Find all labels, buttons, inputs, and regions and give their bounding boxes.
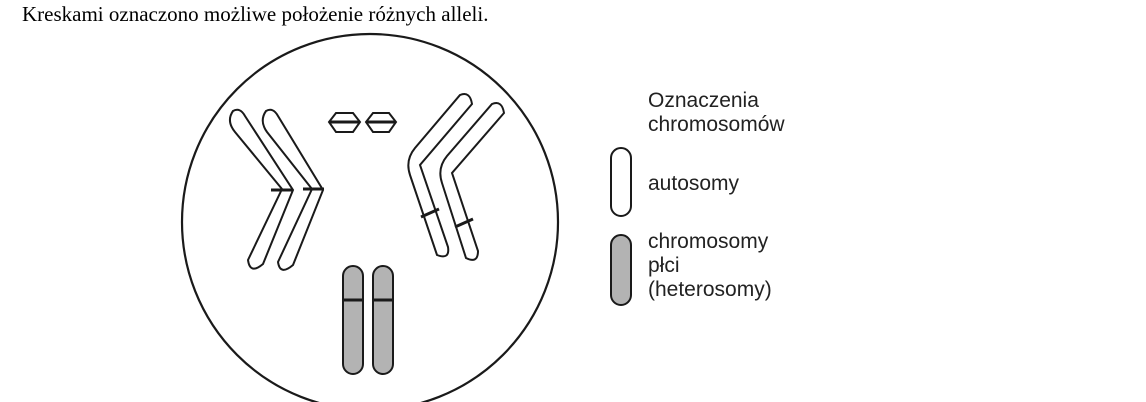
legend-heterosome-symbol: [610, 234, 632, 306]
legend-title-line1: Oznaczenia: [648, 89, 759, 112]
autosome-left-1: [229, 108, 295, 270]
allele-mark: [420, 207, 440, 219]
autosome-pair-left: [229, 108, 325, 271]
heterosome-2: [372, 265, 394, 375]
autosome-right-2: [439, 102, 506, 261]
caption: Kreskami oznaczono możliwe położenie róż…: [22, 2, 489, 26]
allele-mark: [454, 217, 474, 229]
legend-sex-line3: (heterosomy): [648, 278, 772, 301]
autosome-left-2: [261, 108, 325, 271]
heterosome-pair: [342, 265, 394, 375]
legend-title: Oznaczenia chromosomów: [648, 89, 785, 137]
legend-heterosome-label: chromosomy płci (heterosomy): [648, 230, 772, 302]
legend-sex-line2: płci: [648, 254, 680, 277]
autosome-pair-right: [407, 93, 506, 261]
legend-autosome-symbol: [610, 147, 632, 217]
cell-outline: [180, 32, 560, 402]
legend-sex-line1: chromosomy: [648, 230, 769, 253]
legend-title-line2: chromosomów: [648, 113, 785, 136]
small-autosomes: [327, 112, 398, 133]
legend-autosome-label: autosomy: [648, 172, 740, 195]
heterosome-1: [342, 265, 364, 375]
